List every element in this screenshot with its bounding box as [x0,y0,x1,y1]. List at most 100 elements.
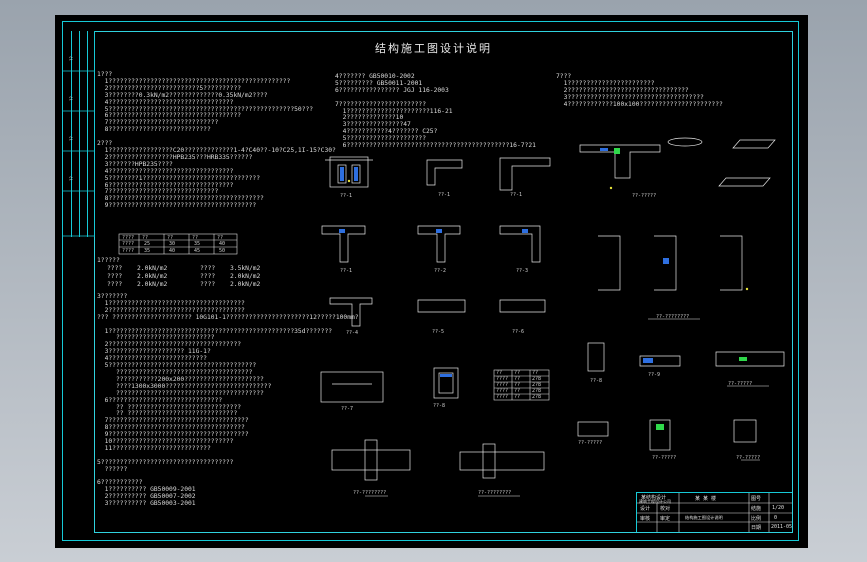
note-line: ??????????????????????????????????????? [97,389,264,397]
table1-cell: 25 [144,241,151,247]
note-line: 7????????????????????????????? [97,188,219,196]
detail-caption: ??-6 [512,329,525,335]
detail-caption: ??-5 [432,329,445,335]
note-line: 3???????????????47 [335,121,411,129]
note-line: 1?????????? GB50009-2001 [97,486,196,494]
detail-caption: ??-???????? [656,314,690,320]
table1-cell: 50 [219,248,226,254]
note-line: ???????????200x200????????????????????? [97,375,264,383]
note-line: 5????????1??????????????????????????????… [97,174,261,182]
table2-cell: 2?8 [532,388,542,394]
drawing-name: 结构施工图设计说明 [685,515,723,520]
note-line: 1??????????????????????? [556,79,655,87]
note-line: 2???????????????????????????????????? [97,306,245,314]
table1-header: ?? [217,235,224,241]
note-line: 4???????????4??????? C25? [335,128,438,136]
table2-cell: 2?8 [532,394,542,400]
detail-caption: ??-1 [340,268,353,274]
note-line: ?????? [97,465,128,473]
table2-cell: ?? [514,382,521,388]
table2-cell: ???? [496,394,509,400]
note-line: 7????????????????????????????? [97,119,219,127]
table1-cell: 35 [194,241,201,247]
table2-cell: 2?8 [532,376,542,382]
sheet-label: 结施 [751,506,762,512]
note-line: 3???????????????????? 11G-1? [97,348,211,356]
role-label: 校对 [660,506,671,512]
load-name: ???? [107,281,123,288]
note-line: 1??????????????????????116-21 [335,107,453,115]
notes-section-1: 1??? 1??????????????????????????????????… [97,71,336,210]
detail-caption: ??-9 [648,372,661,378]
sheet-value: 1/20 [772,505,785,511]
sheet-label: 比例 [751,516,762,522]
note-line: 1???????????????????????????????????????… [97,327,333,335]
detail-caption: ??-3 [516,268,529,274]
note-line: 2?????????????10 [335,114,404,122]
note-line: 4????????????????????????????????? [97,167,234,175]
load-name: ???? [200,281,216,288]
detail-caption: ??-4 [346,330,359,336]
detail-caption: ??-2 [434,268,447,274]
load-value: 2.0kN/m2 [137,273,168,280]
table1-cell: ???? [122,241,135,247]
note-line: 2??????????????????????????????????? [97,341,242,349]
load-value: 3.5kN/m2 [230,265,261,272]
svg-text:??: ?? [69,176,74,181]
company-name: 某结构设计 [641,495,667,501]
load-value: 2.0kN/m2 [230,281,261,288]
table2-cell: 2?8 [532,382,542,388]
company-subtitle: 建筑工程设计公司 [639,499,671,504]
role-label: 设计 [640,506,651,512]
note-line: 6?????????????????????????????? [97,396,223,404]
table1-header: ?? [167,235,174,241]
detail-caption: ??-1 [340,193,353,199]
notes-section-3: 3??????? 1??????????????????????????????… [97,293,359,508]
detail-caption: ??-????? [652,455,677,461]
svg-text:??: ?? [69,56,74,61]
note-line: 4??????? GB50010-2002 [335,73,415,80]
drawing-title: 结构施工图设计说明 [375,42,492,55]
svg-text:??: ?? [69,96,74,101]
table1-header: ?? [142,235,149,241]
note-line: 8???????????????????????????????????? [97,424,245,432]
table1-cell: 40 [219,241,226,247]
note-line: ?????????????????????????? [97,334,215,342]
table1-cell: ???? [122,248,135,254]
load-name: ???? [200,273,216,280]
table1-cell: 45 [194,248,201,254]
note-line: 1???????????????????????????????????? [97,299,245,307]
table2-cell: ?? [514,376,521,382]
title-block: 某结构设计 建筑工程设计公司 某 某 楼 结构施工图设计说明 设计 校对 审核 … [636,492,792,532]
table2-cell: ?? [514,394,521,400]
role-label: 审核 [640,516,651,522]
load-name: ???? [107,273,123,280]
note-line: 4?????????????????????????? [97,355,207,363]
note-line: ?? ????????????????????????????? [97,410,238,418]
detail-caption: ??-????? [736,455,761,461]
load-name: ???? [200,265,216,272]
note-line: 7??????????????????????? [335,100,426,108]
note-line: 6????????????????????????????????? [97,181,234,189]
note-line: 9????????????????????????????????????? [97,431,249,439]
table2-cell: ???? [496,376,509,382]
table1-cell: 40 [169,248,176,254]
note-line: 2??? [97,140,113,148]
table1-header: ?? [192,235,199,241]
note-line: 6???????????????????????????????????????… [335,142,536,150]
note-line: 7??? [556,73,572,80]
load-value: 2.0kN/m2 [137,265,168,272]
notes-section-7: 7??? 1??????????????????????? 2?????????… [556,73,723,109]
load-value: 2.0kN/m2 [137,281,168,288]
detail-caption: ??-????? [728,381,753,387]
detail-caption: ??-8 [590,378,603,384]
table2-header: ?? [514,370,521,376]
outer-border [62,21,799,541]
role-label: 审定 [660,516,671,522]
drawing-sheet [55,15,808,548]
note-line: 8??????????????????????????? [97,126,211,134]
note-line: 3?????????? GB50003-2001 [97,500,196,508]
